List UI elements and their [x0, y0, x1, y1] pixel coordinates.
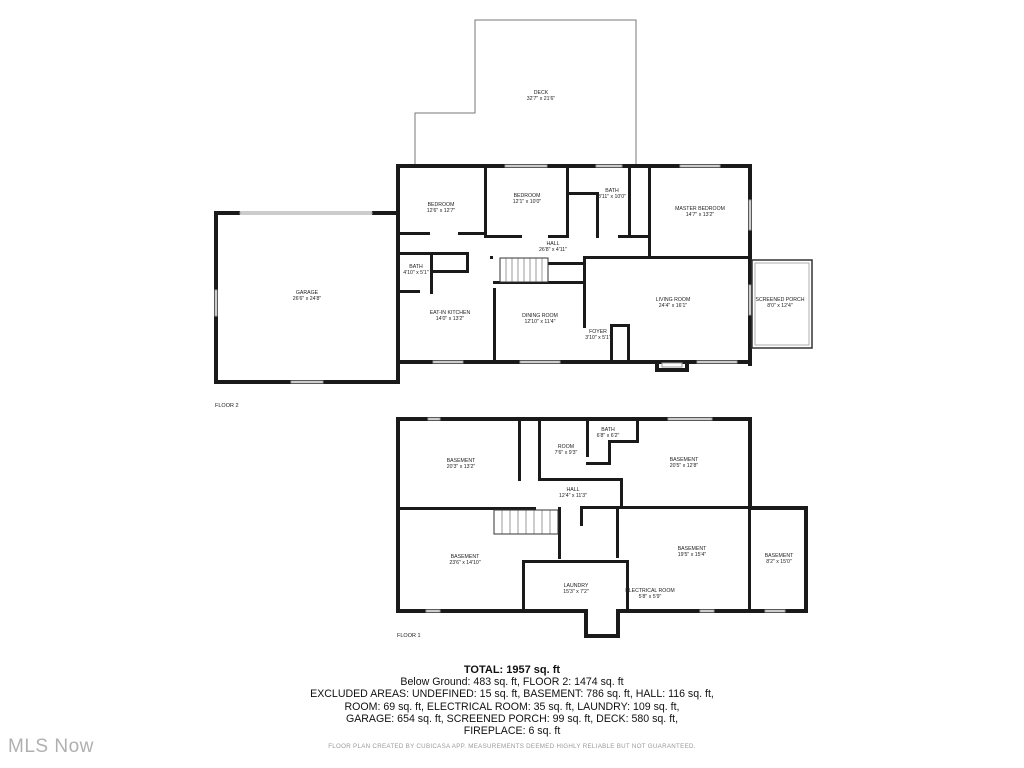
- screened-porch-label: SCREENED PORCH: [755, 297, 804, 303]
- total-area: TOTAL: 1957 sq. ft: [463, 664, 561, 676]
- hall-up-label: HALL: [547, 241, 560, 247]
- deck-dim: 32'7" x 21'6": [527, 96, 556, 102]
- basement-ne-label: BASEMENT: [670, 457, 699, 463]
- bedroom-2-dim: 12'1" x 10'0": [513, 199, 542, 205]
- deck-outline: [414, 19, 637, 166]
- deck-label: DECK: [534, 90, 549, 96]
- bath-small-label: BATH: [409, 264, 423, 270]
- bath-low-dim: 6'8" x 6'2": [597, 433, 620, 439]
- basement-e-dim: 8'2" x 15'0": [766, 559, 792, 565]
- stairs-down: [493, 509, 559, 535]
- summary-line-2: EXCLUDED AREAS: UNDEFINED: 15 sq. ft, BA…: [310, 688, 714, 701]
- hall-low-dim: 12'4" x 11'3": [559, 493, 587, 499]
- area-summary: TOTAL: 1957 sq. ft Below Ground: 483 sq.…: [0, 664, 1024, 737]
- hall-up-dim: 26'8" x 4'11": [539, 247, 567, 253]
- basement-sw-dim: 23'6" x 14'10": [449, 560, 480, 566]
- bath-low-label: BATH: [601, 427, 615, 433]
- dining-room-dim: 12'10" x 11'4": [525, 319, 556, 325]
- floor-2-plan: DECK 32'7" x 21'6" BEDROOM 12'6" x 12'7"…: [214, 19, 813, 409]
- basement-sw-label: BASEMENT: [451, 554, 480, 560]
- basement-e-label: BASEMENT: [765, 553, 794, 559]
- kitchen-label: EAT-IN KITCHEN: [430, 310, 471, 316]
- disclaimer-footer: FLOOR PLAN CREATED BY CUBICASA APP. MEAS…: [328, 743, 696, 750]
- basement-nw-label: BASEMENT: [447, 458, 476, 464]
- floor-1-interior-walls: [400, 421, 752, 611]
- room-dim: 7'6" x 9'3": [555, 450, 578, 456]
- summary-line-4: GARAGE: 654 sq. ft, SCREENED PORCH: 99 s…: [345, 712, 679, 725]
- laundry-dim: 15'3" x 7'2": [563, 589, 589, 595]
- summary-line-3: ROOM: 69 sq. ft, ELECTRICAL ROOM: 35 sq.…: [344, 700, 680, 713]
- foyer-dim: 3'10" x 5'1": [585, 335, 611, 341]
- laundry-label: LAUNDRY: [564, 583, 589, 589]
- basement-nw-dim: 20'3" x 13'2": [447, 464, 476, 470]
- electrical-room-dim: 5'8" x 5'9": [639, 594, 662, 600]
- bath-up-dim: 8'11" x 10'0": [598, 194, 626, 200]
- bedroom-1-label: BEDROOM: [428, 202, 455, 208]
- bedroom-2-label: BEDROOM: [514, 193, 541, 199]
- master-bedroom-label: MASTER BEDROOM: [675, 206, 725, 212]
- screened-porch-outline: [751, 259, 813, 349]
- dining-room-label: DINING ROOM: [522, 313, 558, 319]
- living-room-dim: 24'4" x 16'1": [659, 303, 688, 309]
- floor-2-label: FLOOR 2: [215, 403, 239, 409]
- summary-line-1: Below Ground: 483 sq. ft, FLOOR 2: 1474 …: [400, 676, 624, 689]
- floor-1-label: FLOOR 1: [397, 633, 421, 639]
- basement-se-dim: 19'5" x 15'4": [678, 552, 707, 558]
- floor-1-plan: BASEMENT 20'3" x 13'2" ROOM 7'6" x 9'3" …: [396, 417, 808, 639]
- living-room-label: LIVING ROOM: [656, 297, 691, 303]
- mls-now-logo: MLS Now: [8, 736, 94, 757]
- kitchen-dim: 14'0" x 13'2": [436, 316, 465, 322]
- basement-ne-dim: 20'5" x 12'8": [670, 463, 699, 469]
- bath-small-dim: 4'10" x 5'1": [403, 270, 429, 276]
- basement-se-label: BASEMENT: [678, 546, 707, 552]
- foyer-label: FOYER: [589, 329, 607, 335]
- summary-line-5: FIREPLACE: 6 sq. ft: [463, 725, 561, 738]
- garage-label: GARAGE: [296, 290, 319, 296]
- house-exterior-walls: [396, 164, 752, 372]
- master-bedroom-dim: 14'7" x 13'2": [686, 212, 715, 218]
- floor-2-interior-walls: [400, 166, 749, 360]
- electrical-room-label: ELECTRICAL ROOM: [625, 588, 674, 594]
- hall-low-label: HALL: [567, 487, 580, 493]
- bath-up-label: BATH: [605, 188, 619, 194]
- room-label: ROOM: [558, 444, 574, 450]
- floor-1-exterior-walls: [396, 417, 808, 638]
- garage-dim: 26'6" x 24'8": [293, 296, 322, 302]
- bedroom-1-dim: 12'6" x 12'7": [427, 208, 456, 214]
- screened-porch-dim: 8'0" x 12'4": [767, 303, 793, 309]
- stairs-up: [499, 257, 549, 283]
